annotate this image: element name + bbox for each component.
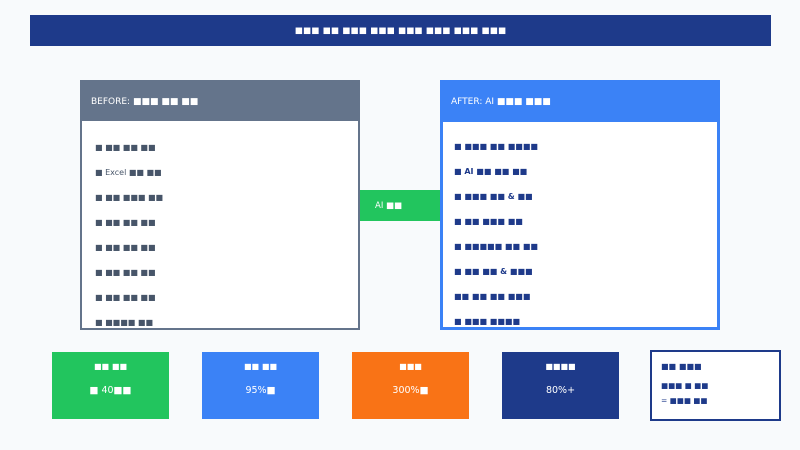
before-panel: BEFORE: ■■■ ■■ ■■ ■ ■■ ■■ ■■ ■ Excel ■■ … <box>80 80 360 330</box>
before-item: ■ ■■ ■■ ■■ <box>95 293 156 302</box>
after-item: ■ ■■■■■ ■■ ■■ <box>454 242 538 251</box>
before-list: ■ ■■ ■■ ■■ ■ Excel ■■ ■■ ■ ■■ ■■■ ■■ ■ ■… <box>95 142 163 342</box>
after-item: ■ ■■ ■■■ ■■ <box>454 217 523 226</box>
after-item: ■ ■■■ ■■ ■■■■ <box>454 142 538 151</box>
stat-card: ■■■ 300%■ <box>352 352 469 419</box>
stat-value: ■ 40■■ <box>89 385 132 396</box>
before-item: ■ ■■■■ ■■ <box>95 318 153 327</box>
note-line: = ■■■ ■■ <box>661 396 708 405</box>
stat-card: ■■ ■■ 95%■ <box>202 352 319 419</box>
before-item: ■ ■■ ■■ ■■ <box>95 243 156 252</box>
after-item: ■ ■■■ ■■ & ■■ <box>454 192 533 201</box>
page-title: ■■■ ■■ ■■■ ■■■ ■■■ ■■■ ■■■ ■■■ <box>30 15 771 46</box>
summary-note: ■■ ■■■ ■■■ ■ ■■ = ■■■ ■■ <box>650 350 781 421</box>
transition-label: AI ■■ <box>375 200 403 211</box>
before-header: BEFORE: ■■■ ■■ ■■ <box>82 82 358 121</box>
before-item: ■ ■■ ■■ ■■ <box>95 218 156 227</box>
note-line: ■■■ ■ ■■ <box>661 381 709 390</box>
before-item: ■ Excel ■■ ■■ <box>95 168 162 177</box>
after-list: ■ ■■■ ■■ ■■■■ ■ AI ■■ ■■ ■■ ■ ■■■ ■■ & ■… <box>454 141 538 341</box>
stat-label: ■■ ■■ <box>93 362 128 371</box>
before-item: ■ ■■ ■■■ ■■ <box>95 193 164 202</box>
stat-label: ■■ ■■ <box>243 362 278 371</box>
before-item: ■ ■■ ■■ ■■ <box>95 268 156 277</box>
after-item: ■ ■■ ■■ & ■■■ <box>454 267 533 276</box>
after-item: ■ AI ■■ ■■ ■■ <box>454 167 528 176</box>
stat-value: 80%+ <box>545 385 576 396</box>
stat-label: ■■■ <box>399 362 422 371</box>
transition-arrow: AI ■■ <box>360 190 441 221</box>
stat-value: 95%■ <box>245 385 276 396</box>
after-panel: AFTER: AI ■■■ ■■■ ■ ■■■ ■■ ■■■■ ■ AI ■■ … <box>440 80 720 330</box>
stat-value: 300%■ <box>392 385 429 396</box>
after-header: AFTER: AI ■■■ ■■■ <box>443 82 717 122</box>
stat-card: ■■■■ 80%+ <box>502 352 619 419</box>
before-item: ■ ■■ ■■ ■■ <box>95 143 156 152</box>
stat-card: ■■ ■■ ■ 40■■ <box>52 352 169 419</box>
after-item: ■■ ■■ ■■ ■■■ <box>454 292 531 301</box>
stat-label: ■■■■ <box>545 362 576 371</box>
note-label: ■■ ■■■ <box>661 362 702 371</box>
after-item: ■ ■■■ ■■■■ <box>454 317 521 326</box>
